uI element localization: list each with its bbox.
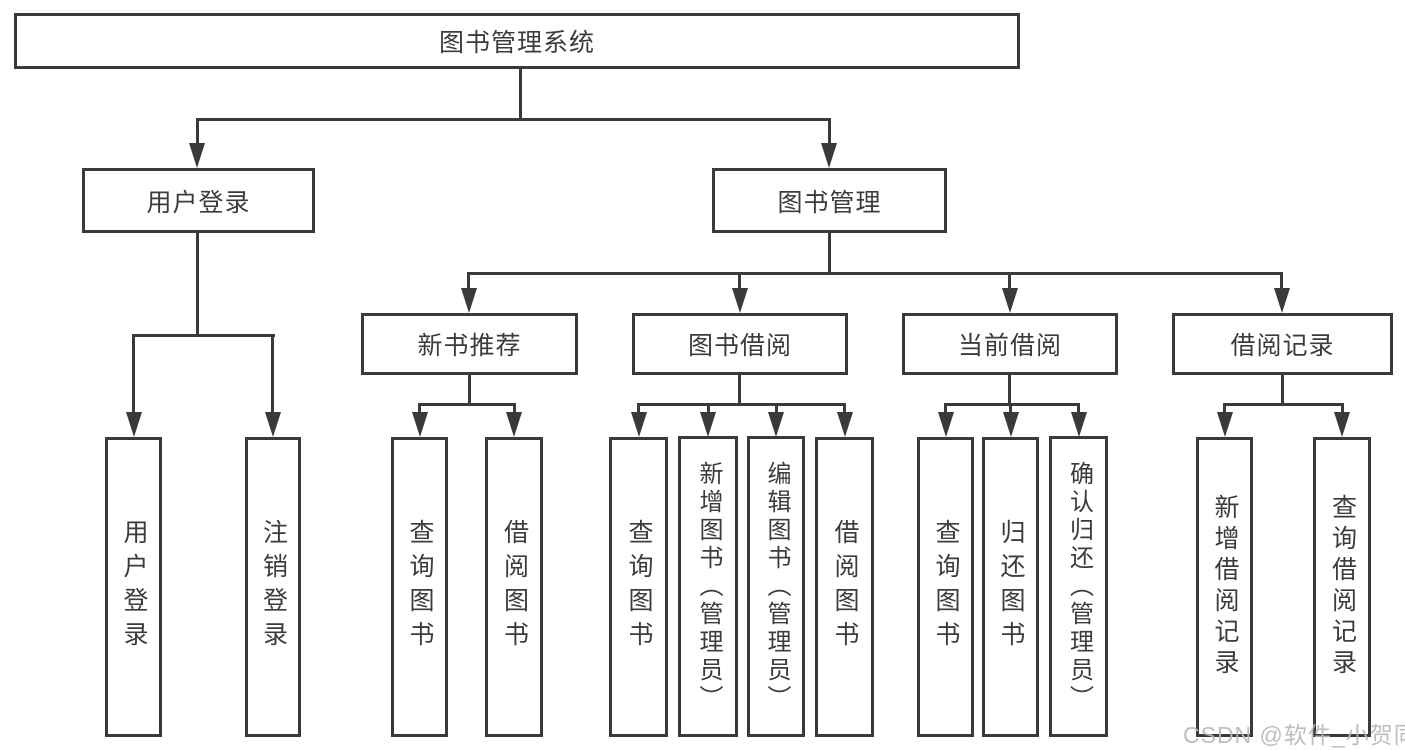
leaf-edit-books-admin: 编辑图书（管理员） bbox=[747, 436, 805, 737]
node-user-login-label: 用户登录 bbox=[146, 188, 251, 217]
arrow-down-icon bbox=[1334, 412, 1350, 437]
node-current-borrow-label: 当前借阅 bbox=[957, 332, 1062, 360]
leaf-query-books-a-label: 查询图书 bbox=[406, 519, 434, 655]
connector-hline bbox=[196, 118, 831, 121]
connector-vline bbox=[196, 118, 199, 145]
leaf-add-books-admin: 新增图书（管理员） bbox=[678, 436, 738, 737]
leaf-user-login: 用户登录 bbox=[105, 437, 162, 737]
connector-vline bbox=[1077, 403, 1080, 413]
node-book-borrow: 图书借阅 bbox=[632, 313, 848, 375]
arrow-down-icon bbox=[1217, 412, 1233, 437]
leaf-query-books-a: 查询图书 bbox=[391, 437, 448, 737]
arrow-down-icon bbox=[189, 143, 205, 168]
connector-vline bbox=[1280, 272, 1283, 289]
arrow-down-icon bbox=[700, 412, 716, 437]
node-book-management-label: 图书管理 bbox=[777, 188, 882, 217]
connector-hline bbox=[944, 403, 1080, 406]
connector-vline bbox=[1008, 272, 1011, 289]
node-borrow-records: 借阅记录 bbox=[1172, 313, 1393, 375]
arrow-down-icon bbox=[1071, 412, 1087, 437]
connector-vline bbox=[1009, 403, 1012, 413]
node-new-book-recommend: 新书推荐 bbox=[361, 313, 578, 375]
arrow-down-icon bbox=[1003, 412, 1019, 437]
arrow-down-icon bbox=[461, 288, 477, 313]
leaf-add-books-admin-label: 新增图书（管理员） bbox=[695, 460, 722, 713]
leaf-edit-books-admin-label: 编辑图书（管理员） bbox=[763, 460, 790, 713]
connector-vline bbox=[196, 233, 199, 337]
leaf-return-books-label: 归还图书 bbox=[997, 519, 1025, 655]
node-book-management: 图书管理 bbox=[712, 168, 947, 233]
connector-vline bbox=[1281, 375, 1284, 406]
arrow-down-icon bbox=[631, 412, 647, 437]
connector-vline bbox=[637, 403, 640, 413]
connector-vline bbox=[944, 403, 947, 413]
leaf-query-books-c: 查询图书 bbox=[917, 437, 974, 737]
leaf-add-borrow-record-label: 新增借阅记录 bbox=[1211, 494, 1239, 680]
arrow-down-icon bbox=[126, 412, 142, 437]
connector-hline bbox=[467, 272, 1283, 275]
leaf-borrow-books-a-label: 借阅图书 bbox=[500, 519, 529, 655]
leaf-user-login-label: 用户登录 bbox=[120, 519, 148, 655]
arrow-down-icon bbox=[768, 412, 784, 437]
arrow-down-icon bbox=[732, 288, 748, 313]
leaf-query-borrow-record: 查询借阅记录 bbox=[1313, 437, 1371, 737]
leaf-borrow-books-a: 借阅图书 bbox=[485, 437, 543, 737]
connector-vline bbox=[519, 68, 522, 121]
node-borrow-records-label: 借阅记录 bbox=[1230, 332, 1335, 360]
connector-vline bbox=[468, 375, 471, 406]
connector-vline bbox=[843, 403, 846, 413]
connector-vline bbox=[828, 118, 831, 145]
arrow-down-icon bbox=[412, 412, 428, 437]
leaf-logout-label: 注销登录 bbox=[259, 519, 288, 655]
leaf-return-books: 归还图书 bbox=[982, 437, 1039, 737]
connector-vline bbox=[775, 403, 778, 413]
node-user-login: 用户登录 bbox=[82, 168, 315, 233]
leaf-confirm-return-admin-label: 确认归还（管理员） bbox=[1065, 460, 1093, 713]
leaf-query-books-b-label: 查询图书 bbox=[625, 519, 653, 655]
connector-vline bbox=[1008, 375, 1011, 406]
arrow-down-icon bbox=[821, 143, 837, 168]
node-root: 图书管理系统 bbox=[14, 13, 1020, 69]
leaf-add-borrow-record: 新增借阅记录 bbox=[1196, 437, 1253, 737]
arrow-down-icon bbox=[506, 412, 522, 437]
arrow-down-icon bbox=[1274, 288, 1290, 313]
connector-vline bbox=[1223, 403, 1226, 413]
connector-vline bbox=[1341, 403, 1344, 413]
connector-hline bbox=[637, 403, 846, 406]
node-root-label: 图书管理系统 bbox=[438, 29, 595, 57]
connector-vline bbox=[271, 334, 274, 412]
connector-vline bbox=[738, 375, 741, 406]
connector-hline bbox=[418, 403, 516, 406]
connector-vline bbox=[513, 403, 516, 413]
leaf-query-books-b: 查询图书 bbox=[609, 437, 668, 737]
leaf-borrow-books-b: 借阅图书 bbox=[815, 437, 874, 737]
connector-vline bbox=[738, 272, 741, 289]
arrow-down-icon bbox=[265, 412, 281, 437]
arrow-down-icon bbox=[837, 412, 853, 437]
csdn-watermark: CSDN @软件_小贺同学 bbox=[1183, 722, 1405, 748]
connector-vline bbox=[467, 272, 470, 289]
leaf-confirm-return-admin: 确认归还（管理员） bbox=[1049, 436, 1108, 737]
leaf-query-borrow-record-label: 查询借阅记录 bbox=[1328, 494, 1357, 680]
node-current-borrow: 当前借阅 bbox=[902, 313, 1118, 375]
node-new-book-recommend-label: 新书推荐 bbox=[417, 332, 522, 360]
connector-vline bbox=[707, 403, 710, 413]
connector-vline bbox=[418, 403, 421, 413]
connector-vline bbox=[828, 233, 831, 275]
arrow-down-icon bbox=[1002, 288, 1018, 313]
arrow-down-icon bbox=[938, 412, 954, 437]
connector-hline bbox=[132, 334, 275, 337]
leaf-query-books-c-label: 查询图书 bbox=[932, 519, 960, 655]
node-book-borrow-label: 图书借阅 bbox=[687, 332, 792, 360]
leaf-borrow-books-b-label: 借阅图书 bbox=[831, 519, 859, 655]
connector-vline bbox=[132, 334, 135, 412]
connector-hline bbox=[1223, 403, 1344, 406]
leaf-logout: 注销登录 bbox=[245, 437, 301, 737]
